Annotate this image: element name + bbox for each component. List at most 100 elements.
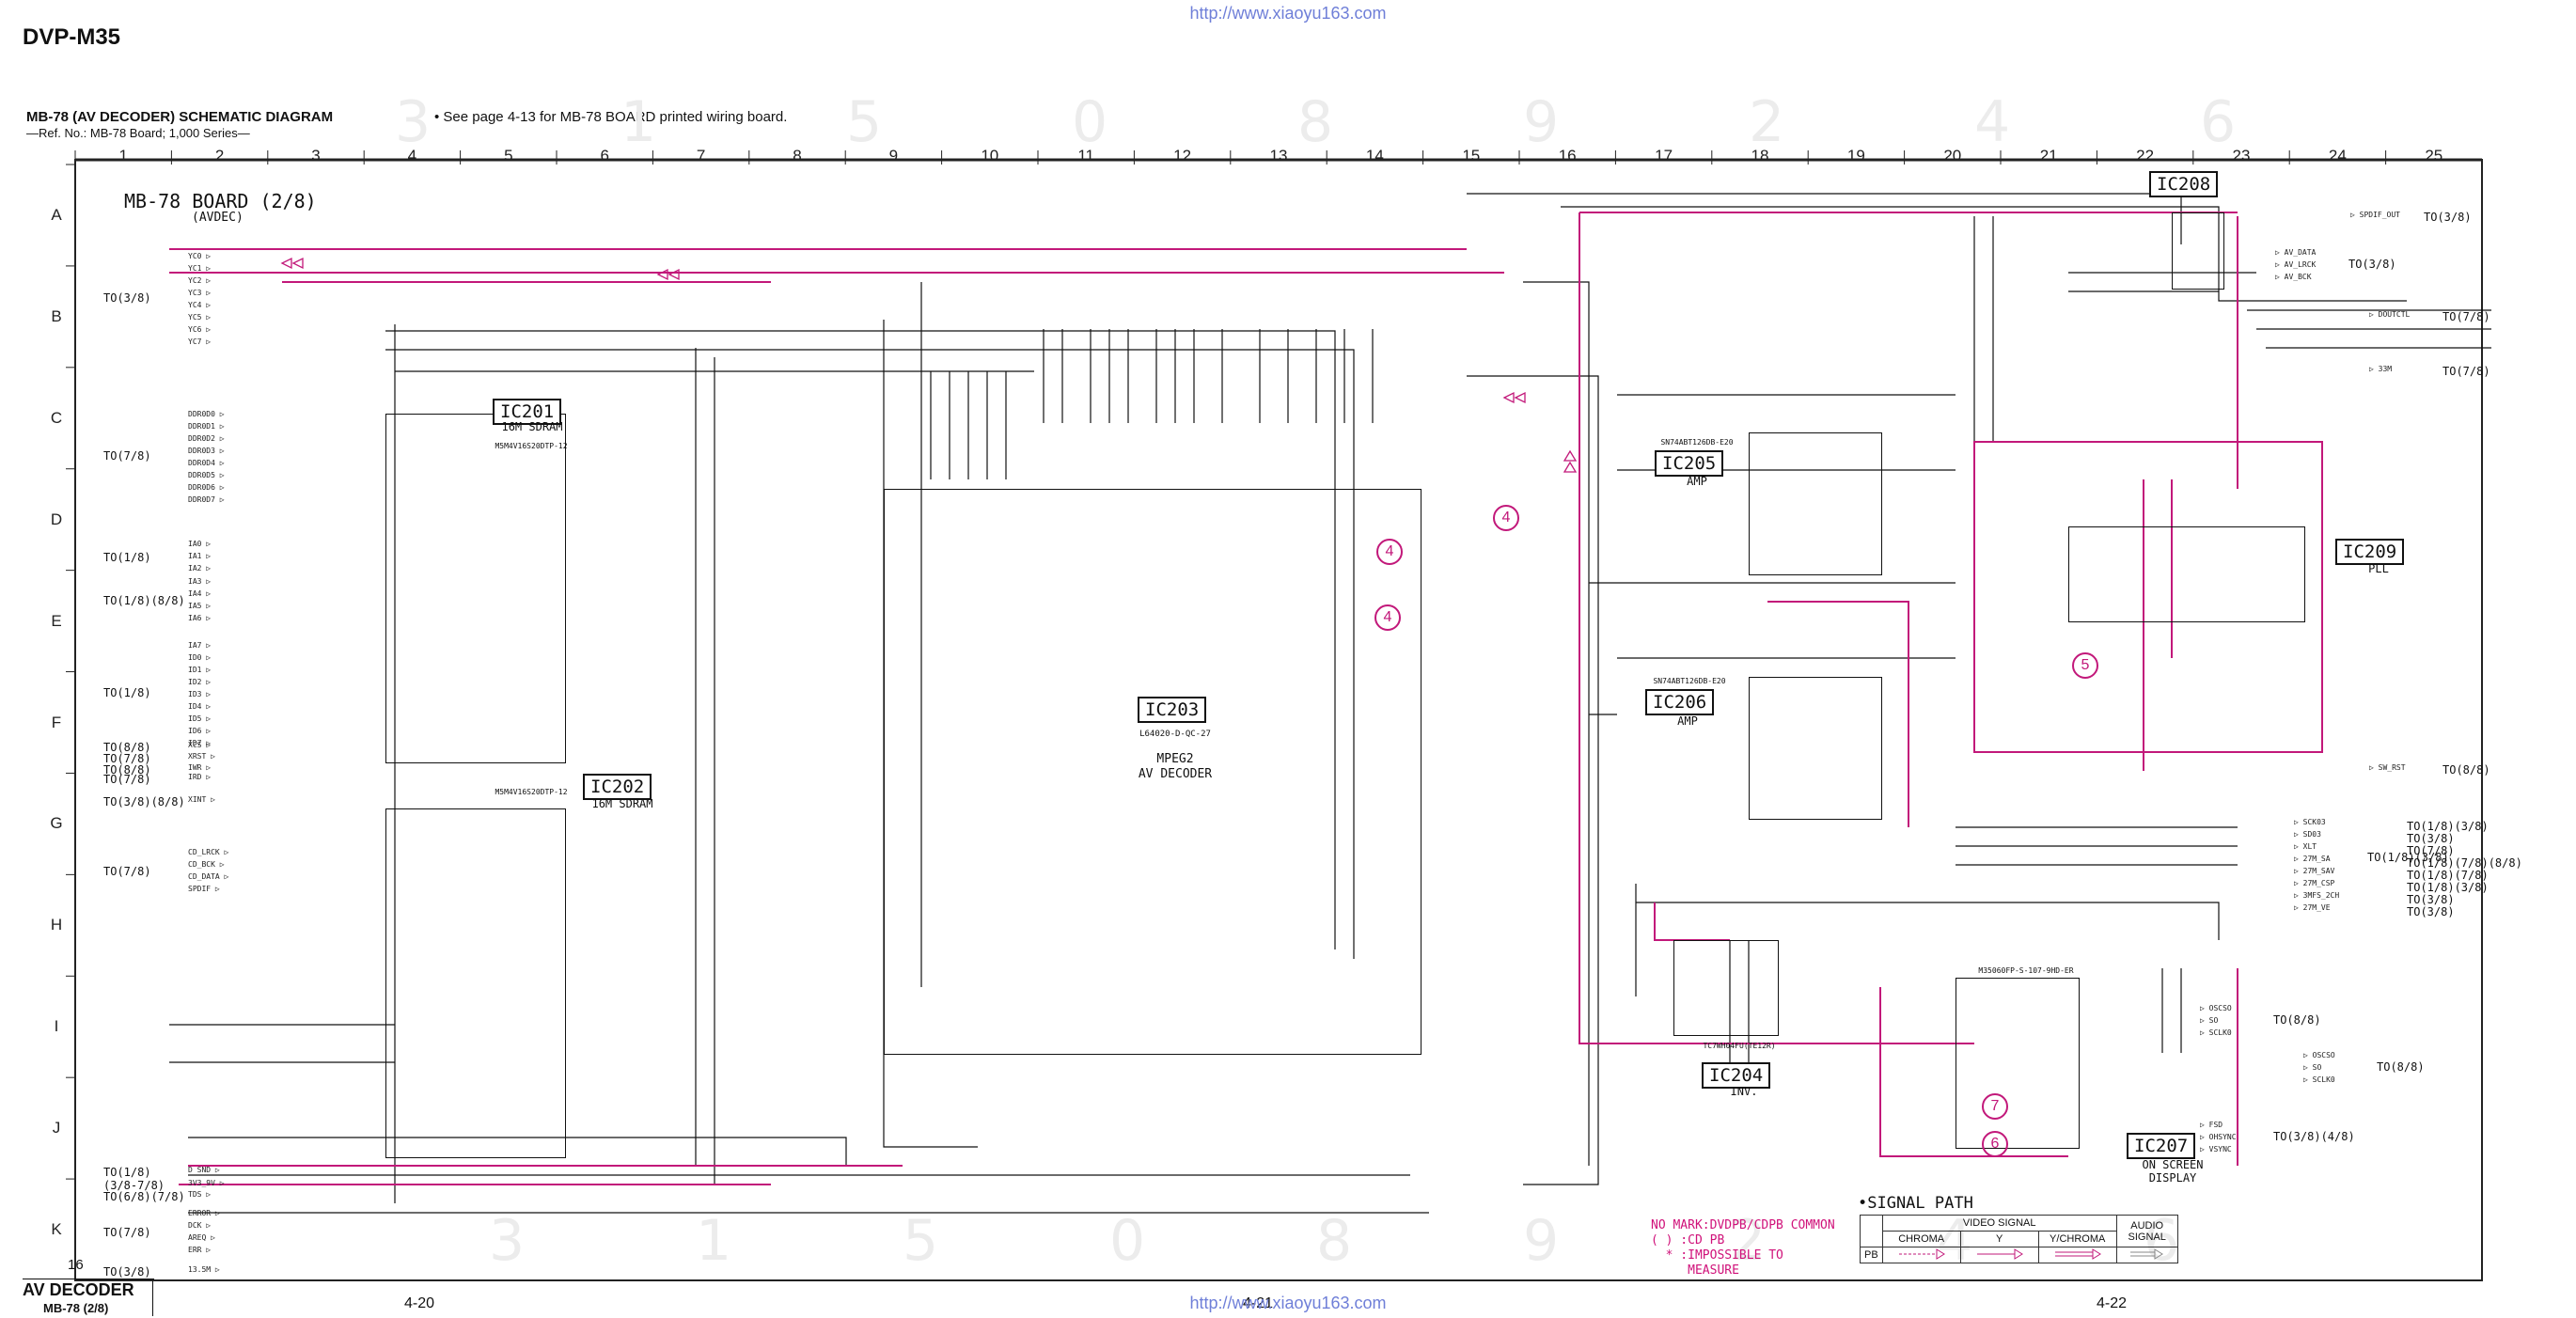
page-number-right: 4-22 [2097,1295,2128,1311]
right-connector-destination: TO(1/8)(7/8)(8/8) [2407,856,2522,870]
grid-column-number: 25 [2425,147,2443,165]
left-signal-label: YC3 ▷ [188,289,212,297]
left-signal-label: XINT ▷ [188,795,215,804]
ychroma-header: Y/CHROMA [2037,1231,2117,1247]
right-connector-destination: TO(1/8)(7/8) [2407,869,2489,882]
ic203-sub2: AV DECODER [1138,767,1213,781]
right-signal-label: ▷ 27M_VE [2294,903,2331,912]
measurement-note: NO MARK:DVDPB/CDPB COMMON ( ) :CD PB * :… [1651,1218,1835,1279]
left-signal-label: YC2 ▷ [188,276,212,285]
page-number-center: 4-21 [1243,1295,1274,1311]
left-signal-label: ID3 ▷ [188,690,212,698]
right-connector-destination: TO(3/8) [2424,211,2472,224]
ic208-label: IC208 [2149,171,2219,197]
right-signal-label: ▷ SO [2200,1016,2219,1025]
grid-column-number: 24 [2328,147,2347,165]
chroma-arrow [1881,1247,1961,1263]
right-signal-label: ▷ OHSYNC [2200,1133,2237,1141]
left-signal-label: XRST ▷ [188,752,215,761]
grid-column-number: 5 [504,147,513,165]
svg-text:9: 9 [1523,89,1559,155]
ic205-sub: AMP [1687,475,1707,488]
audio-arrow [2115,1247,2178,1263]
board-title: MB-78 BOARD (2/8) [124,190,317,212]
grid-column-number: 3 [311,147,321,165]
marker-7: 7 [1982,1093,2008,1120]
ic206-sub: AMP [1677,714,1698,728]
signal-path-table: VIDEO SIGNAL AUDIO SIGNAL CHROMA Y Y/CHR… [1860,1215,2178,1263]
grid-row-letter: K [51,1220,62,1239]
left-signal-label: IA2 ▷ [188,564,212,573]
ic204-sub: INV. [1730,1085,1758,1098]
source-url-top[interactable]: http://www.xiaoyu163.com [1189,4,1387,23]
left-connector-destination: TO(1/8) [103,551,151,564]
video-signal-header: VIDEO SIGNAL [1881,1215,2117,1232]
model-label: DVP-M35 [23,24,121,50]
left-signal-label: AREQ ▷ [188,1233,215,1242]
left-signal-label: DDR0D7 ▷ [188,495,225,504]
grid-column-number: 12 [1173,147,1192,165]
y-arrow [1959,1247,2039,1263]
left-signal-label: IA7 ▷ [188,641,212,650]
right-connector-destination: TO(8/8) [2273,1013,2321,1027]
svg-text:3: 3 [489,1208,525,1274]
left-connector-destination: TO(7/8) [103,773,151,786]
right-signal-label: ▷ 27M_SAV [2294,867,2335,875]
grid-row-letter: B [51,306,62,325]
left-connector-destination: TO(8/8) [103,763,151,777]
svg-text:8: 8 [1297,89,1333,155]
right-signal-label: ▷ AV_DATA [2275,248,2317,257]
ic205-label: IC205 [1655,450,1724,477]
right-connector-destination: TO(1/8)(3/8) [2367,851,2449,864]
left-connector-destination: TO(3/8) [103,1265,151,1279]
right-signal-label: ▷ OSCSO [2200,1004,2232,1012]
left-signal-label: 3V3_9V ▷ [188,1179,225,1187]
ic209-label: IC209 [2335,539,2405,565]
grid-column-number: 23 [2232,147,2251,165]
left-signal-label: DCK ▷ [188,1221,212,1230]
grid-row-letter: J [52,1119,61,1138]
grid-column-number: 17 [1655,147,1673,165]
grid-row-letter: C [50,408,63,427]
left-signal-label: YC6 ▷ [188,325,212,334]
left-signal-label: XCS ▷ [188,741,212,749]
svg-text:5: 5 [903,1208,938,1274]
ic203-part: L64020-D-QC-27 [1139,730,1211,739]
left-connector-destination: TO(3/8)(8/8) [103,795,185,808]
ic203-label: IC203 [1138,697,1207,723]
grid-column-number: 22 [2136,147,2155,165]
left-signal-label: DDR0D0 ▷ [188,410,225,418]
left-signal-label: ID2 ▷ [188,678,212,686]
left-connector-destination: TO(8/8) [103,741,151,754]
reference-note: —Ref. No.: MB-78 Board; 1,000 Series— [26,126,250,140]
left-signal-label: IA3 ▷ [188,577,212,586]
left-signal-label: IA1 ▷ [188,552,212,560]
ic203-body [884,489,1422,1055]
left-signal-label: ID4 ▷ [188,702,212,711]
right-signal-label: ▷ SW_RST [2369,763,2406,772]
grid-column-number: 11 [1077,147,1095,165]
left-signal-label: IRD ▷ [188,773,212,781]
right-signal-label: ▷ 3MFS_2CH [2294,891,2340,900]
left-signal-label: IWR ▷ [188,763,212,772]
right-connector-destination: TO(7/8) [2442,310,2490,323]
svg-text:6: 6 [2200,89,2236,155]
ic206-part: SN74ABT126DB-E20 [1653,677,1726,685]
left-signal-label: 13.5M ▷ [188,1265,220,1274]
left-signal-label: DDR0D6 ▷ [188,483,225,492]
ic205-part: SN74ABT126DB-E20 [1660,438,1734,447]
right-connector-destination: TO(3/8)(4/8) [2273,1130,2355,1143]
right-signal-label: ▷ 27M_CSP [2294,879,2335,887]
page-number-left: 4-20 [404,1295,435,1311]
grid-row-letter: D [50,510,63,528]
left-signal-label: SPDIF ▷ [188,885,220,893]
ic204-label: IC204 [1702,1062,1771,1089]
pwb-note: • See page 4-13 for MB-78 BOARD printed … [434,109,788,125]
svg-text:8: 8 [1316,1208,1352,1274]
ic204-part: TC7WH04FU(TE12R) [1703,1042,1776,1050]
left-signal-label: ID5 ▷ [188,714,212,723]
grid-row-letter: G [50,814,63,833]
left-signal-label: ID6 ▷ [188,727,212,735]
source-url-bottom[interactable]: http://www.xiaoyu163.com [1189,1294,1387,1312]
